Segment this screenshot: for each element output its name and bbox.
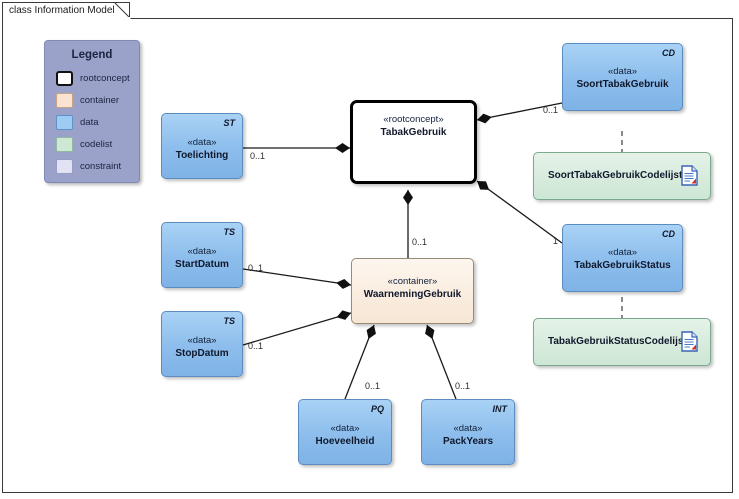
class-node-packyears[interactable]: INT «data» PackYears (421, 399, 515, 465)
legend-title: Legend (71, 49, 113, 61)
multiplicity-startdatum: 0..1 (248, 263, 264, 273)
diagram-title-label: class Information Model (9, 5, 115, 16)
class-node-soorttabakgebruikcodelijst[interactable]: SoortTabakGebruikCodelijst (533, 152, 711, 200)
class-name-hoeveelheid: Hoeveelheid (315, 436, 375, 447)
edge-soorttabakgebruik (476, 102, 563, 124)
class-node-stopdatum[interactable]: TS «data» StopDatum (161, 311, 243, 377)
stereotype-stopdatum: «data» (187, 335, 217, 346)
class-name-packyears: PackYears (442, 436, 494, 447)
legend-label-container: container (80, 95, 120, 106)
class-node-tabakgebruikstatuscodelijst[interactable]: TabakGebruikStatusCodelijst (533, 318, 711, 366)
legend-item-constraint: constraint (56, 159, 121, 174)
class-name-tabakgebruik: TabakGebruik (380, 127, 447, 138)
class-name-soorttabakgebruikcodelijst: SoortTabakGebruikCodelijst (548, 170, 683, 181)
class-name-tabakgebruikstatuscodelijst: TabakGebruikStatusCodelijst (548, 336, 687, 347)
multiplicity-soorttabakgebruik: 0..1 (543, 105, 559, 115)
edge-tabakgebruikstatus (476, 180, 563, 244)
stereotype-waarneminggebruik: «container» (387, 276, 438, 287)
type-tag-tabakgebruikstatus: CD (662, 229, 675, 239)
class-node-tabakgebruik[interactable]: «rootconcept» TabakGebruik (350, 100, 477, 184)
stereotype-toelichting: «data» (187, 137, 217, 148)
edge-packyears (425, 324, 457, 400)
type-tag-packyears: INT (492, 404, 508, 414)
legend-item-rootconcept: rootconcept (56, 71, 130, 86)
legend-swatch-codelist (56, 137, 73, 152)
legend-item-container: container (56, 93, 119, 108)
class-node-waarneminggebruik[interactable]: «container» WaarnemingGebruik (351, 258, 474, 324)
type-tag-startdatum: TS (223, 227, 235, 237)
type-tag-soorttabakgebruik: CD (662, 48, 675, 58)
class-node-hoeveelheid[interactable]: PQ «data» Hoeveelheid (298, 399, 392, 465)
stereotype-tabakgebruik: «rootconcept» (383, 114, 444, 125)
document-icon (681, 165, 698, 186)
type-tag-stopdatum: TS (223, 316, 235, 326)
class-name-waarneminggebruik: WaarnemingGebruik (363, 289, 462, 300)
class-name-startdatum: StartDatum (175, 259, 229, 270)
legend-panel: Legend rootconcept container data codeli… (44, 40, 140, 183)
class-name-stopdatum: StopDatum (175, 348, 229, 359)
legend-label-codelist: codelist (80, 139, 113, 150)
type-tag-hoeveelheid: PQ (370, 404, 384, 414)
legend-label-rootconcept: rootconcept (80, 73, 130, 84)
stereotype-soorttabakgebruik: «data» (607, 66, 638, 77)
multiplicity-waarneminggebruik: 0..1 (412, 237, 428, 247)
legend-item-codelist: codelist (56, 137, 112, 152)
class-node-toelichting[interactable]: ST «data» Toelichting (161, 113, 243, 179)
class-node-tabakgebruikstatus[interactable]: CD «data» TabakGebruikStatus (562, 224, 683, 292)
class-node-soorttabakgebruik[interactable]: CD «data» SoortTabakGebruik (562, 43, 683, 111)
legend-label-constraint: constraint (80, 161, 122, 172)
multiplicity-tabakgebruikstatus: 1 (553, 236, 559, 246)
stereotype-startdatum: «data» (187, 246, 217, 257)
legend-swatch-data (56, 115, 73, 130)
stereotype-tabakgebruikstatus: «data» (607, 247, 638, 258)
legend-swatch-container (56, 93, 73, 108)
multiplicity-packyears: 0..1 (455, 381, 471, 391)
edge-stopdatum (242, 310, 352, 346)
multiplicity-stopdatum: 0..1 (248, 341, 264, 351)
legend-swatch-rootconcept (56, 71, 73, 86)
legend-item-data: data (56, 115, 99, 130)
title-tab-corner-icon (114, 2, 131, 19)
multiplicity-toelichting: 0..1 (250, 151, 266, 161)
diagram-title-tab: class Information Model (2, 2, 130, 19)
class-name-tabakgebruikstatus: TabakGebruikStatus (574, 260, 671, 271)
legend-swatch-constraint (56, 159, 73, 174)
class-name-toelichting: Toelichting (175, 150, 229, 161)
document-icon (681, 331, 698, 352)
edge-hoeveelheid (344, 324, 376, 400)
class-name-soorttabakgebruik: SoortTabakGebruik (576, 79, 669, 90)
edge-startdatum (242, 268, 352, 289)
type-tag-toelichting: ST (223, 118, 235, 128)
stereotype-hoeveelheid: «data» (330, 423, 360, 434)
legend-label-data: data (80, 117, 99, 128)
multiplicity-hoeveelheid: 0..1 (365, 381, 381, 391)
stereotype-packyears: «data» (453, 423, 483, 434)
class-node-startdatum[interactable]: TS «data» StartDatum (161, 222, 243, 288)
